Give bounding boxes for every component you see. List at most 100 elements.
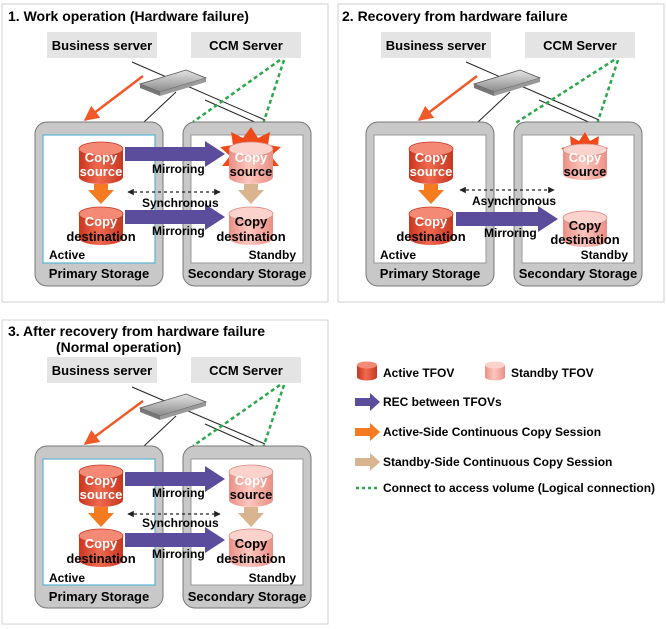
legend-active-side-arrow-icon bbox=[355, 423, 380, 441]
asynchronous-label: Asynchronous bbox=[472, 194, 556, 208]
legend-standby-tfov-label: Standby TFOV bbox=[511, 366, 594, 380]
standby-copy-destination-label-2: destination bbox=[550, 232, 619, 247]
rec-arrow bbox=[456, 206, 558, 232]
business-access-arrow bbox=[83, 75, 144, 121]
mirroring-label: Mirroring bbox=[484, 226, 537, 240]
active-label: Active bbox=[380, 248, 416, 262]
business-server-label: Business server bbox=[52, 38, 152, 53]
secondary-storage-label: Secondary Storage bbox=[188, 589, 307, 604]
standby-copy-destination-label-1: Copy bbox=[235, 214, 268, 229]
active-label: Active bbox=[49, 571, 85, 585]
standby-label: Standby bbox=[581, 248, 629, 262]
rec-arrow-bottom bbox=[125, 204, 225, 230]
standby-copy-source-label-1: Copy bbox=[235, 150, 268, 165]
standby-copy-destination-label-1: Copy bbox=[235, 536, 268, 551]
copy-destination-active-cylinder bbox=[408, 206, 454, 245]
copy-destination-active-cylinder bbox=[78, 528, 124, 567]
standby-copy-arrow bbox=[238, 507, 264, 527]
copy-destination-label-2: destination bbox=[66, 551, 135, 566]
active-label: Active bbox=[49, 248, 85, 262]
rec-arrow-top bbox=[125, 141, 225, 167]
ccm-server-label: CCM Server bbox=[209, 363, 283, 378]
mirroring-bottom-label: Mirroring bbox=[152, 224, 205, 238]
mirroring-bottom-label: Mirroring bbox=[152, 547, 205, 561]
copy-destination-label-1: Copy bbox=[415, 214, 448, 229]
synchronous-label: Synchronous bbox=[142, 516, 219, 530]
copy-source-standby-cylinder bbox=[228, 141, 274, 184]
ccm-server-box bbox=[525, 32, 635, 58]
active-copy-arrow bbox=[418, 184, 444, 204]
copy-destination-label-2: destination bbox=[396, 229, 465, 244]
copy-source-active-cylinder bbox=[78, 464, 124, 507]
standby-copy-destination-label-1: Copy bbox=[569, 218, 602, 233]
standby-copy-source-label-2: source bbox=[230, 487, 273, 502]
mirroring-top-label: Mirroring bbox=[152, 486, 205, 500]
copy-destination-standby-cylinder bbox=[228, 206, 274, 245]
copy-source-standby-cylinder bbox=[562, 143, 608, 180]
copy-source-label-1: Copy bbox=[85, 473, 118, 488]
primary-storage-label: Primary Storage bbox=[380, 266, 480, 281]
legend-standby-tfov-icon bbox=[485, 361, 505, 381]
copy-source-label-1: Copy bbox=[415, 150, 448, 165]
legend-rec-arrow-icon bbox=[355, 393, 380, 411]
rec-arrow-top bbox=[125, 466, 225, 492]
standby-label: Standby bbox=[249, 248, 297, 262]
business-server-box bbox=[381, 32, 491, 58]
network-switch bbox=[138, 69, 208, 96]
standby-label: Standby bbox=[249, 571, 297, 585]
business-server-label: Business server bbox=[52, 363, 152, 378]
copy-destination-label-1: Copy bbox=[85, 214, 118, 229]
rec-arrow-bottom bbox=[125, 527, 225, 553]
copy-destination-standby-cylinder bbox=[562, 210, 608, 247]
ccm-server-box bbox=[191, 32, 301, 58]
copy-source-active-cylinder bbox=[78, 141, 124, 184]
legend-standby-side-label: Standby-Side Continuous Copy Session bbox=[383, 455, 612, 469]
panel-2-title: 2. Recovery from hardware failure bbox=[342, 8, 568, 24]
copy-source-active-cylinder bbox=[408, 141, 454, 184]
secondary-storage-label: Secondary Storage bbox=[188, 266, 307, 281]
panel-1-title: 1. Work operation (Hardware failure) bbox=[8, 8, 249, 24]
standby-copy-source-label-2: source bbox=[564, 164, 607, 179]
secondary-storage-label: Secondary Storage bbox=[519, 266, 638, 281]
standby-copy-destination-label-2: destination bbox=[216, 229, 285, 244]
copy-source-label-1: Copy bbox=[85, 150, 118, 165]
legend-active-side-label: Active-Side Continuous Copy Session bbox=[383, 425, 601, 439]
network-switch bbox=[138, 393, 208, 420]
legend-standby-side-arrow-icon bbox=[355, 453, 380, 471]
panel-3: 3. After recovery from hardware failure … bbox=[1, 319, 329, 625]
legend: Active TFOV Standby TFOV REC between TFO… bbox=[355, 361, 655, 495]
panel-3-title-line-1: 3. After recovery from hardware failure bbox=[8, 323, 265, 339]
copy-source-label-2: source bbox=[410, 164, 453, 179]
standby-copy-destination-label-2: destination bbox=[216, 551, 285, 566]
copy-source-standby-cylinder bbox=[228, 464, 274, 507]
business-access-arrow bbox=[83, 399, 144, 446]
copy-destination-label-1: Copy bbox=[85, 536, 118, 551]
business-server-label: Business server bbox=[386, 38, 486, 53]
primary-storage-label: Primary Storage bbox=[49, 589, 149, 604]
copy-source-label-2: source bbox=[80, 487, 123, 502]
business-access-arrow bbox=[417, 75, 478, 121]
panel-1: 1. Work operation (Hardware failure) Bus… bbox=[1, 3, 329, 303]
standby-copy-source-label-2: source bbox=[230, 164, 273, 179]
active-copy-arrow bbox=[88, 507, 114, 527]
ccm-server-label: CCM Server bbox=[543, 38, 617, 53]
copy-destination-label-2: destination bbox=[66, 229, 135, 244]
panel-3-title-line-2: (Normal operation) bbox=[56, 339, 181, 355]
panel-2: 2. Recovery from hardware failure Busine… bbox=[337, 3, 665, 303]
ccm-server-box bbox=[191, 357, 301, 383]
legend-active-tfov-icon bbox=[357, 361, 377, 381]
copy-destination-active-cylinder bbox=[78, 206, 124, 245]
network-switch bbox=[472, 69, 542, 96]
mirroring-top-label: Mirroring bbox=[152, 162, 205, 176]
active-copy-arrow bbox=[88, 184, 114, 204]
standby-copy-source-label-1: Copy bbox=[569, 150, 602, 165]
primary-storage-label: Primary Storage bbox=[49, 266, 149, 281]
legend-active-tfov-label: Active TFOV bbox=[383, 366, 454, 380]
synchronous-label: Synchronous bbox=[142, 196, 219, 210]
legend-rec-label: REC between TFOVs bbox=[383, 395, 502, 409]
legend-connect-label: Connect to access volume (Logical connec… bbox=[383, 481, 655, 495]
ccm-server-label: CCM Server bbox=[209, 38, 283, 53]
copy-destination-standby-cylinder bbox=[228, 528, 274, 567]
business-server-box bbox=[47, 357, 157, 383]
